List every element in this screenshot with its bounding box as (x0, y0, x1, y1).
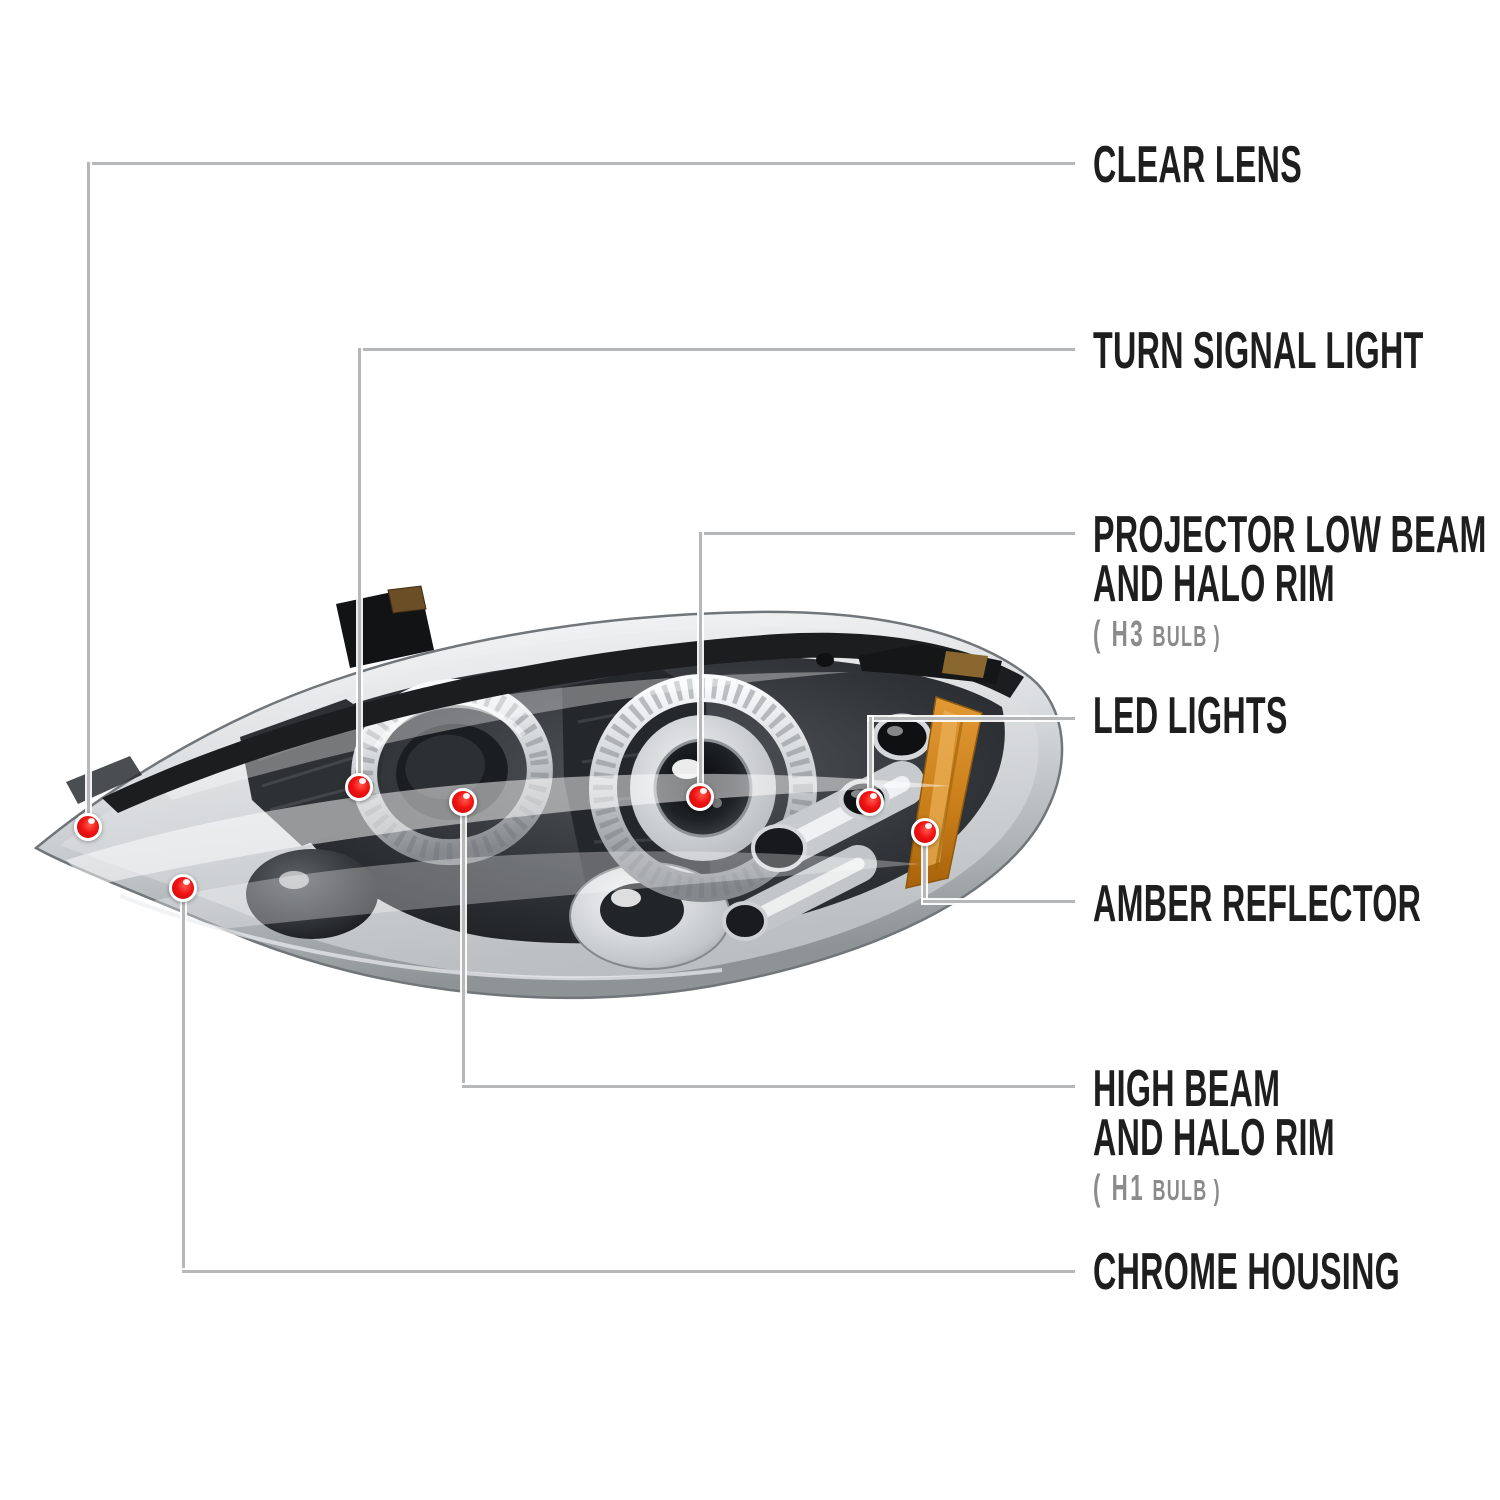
callout-line-led-v (869, 717, 872, 802)
callout-line-led-h (869, 717, 1075, 720)
bulb-code-h1: ( H1 (1093, 1167, 1146, 1208)
label-turn-signal-light-text: TURN SIGNAL LIGHT (1093, 322, 1424, 380)
label-turn-signal-light: TURN SIGNAL LIGHT (1093, 322, 1424, 380)
label-chrome-housing-text: CHROME HOUSING (1093, 1243, 1401, 1301)
label-amber-reflector-text: AMBER REFLECTOR (1093, 875, 1422, 933)
callout-line-turn-signal-h (358, 348, 1075, 351)
label-high-beam-line2: AND HALO RIM (1093, 1109, 1335, 1167)
label-amber-reflector: AMBER REFLECTOR (1093, 875, 1422, 933)
callout-line-amber-v (923, 832, 926, 903)
label-led-lights-text: LED LIGHTS (1093, 687, 1288, 745)
label-chrome-housing: CHROME HOUSING (1093, 1243, 1401, 1301)
callout-line-clear-lens-v (87, 162, 90, 827)
marker-led-lights (856, 788, 884, 816)
label-high-beam-line1: HIGH BEAM (1093, 1060, 1281, 1118)
marker-high-beam (449, 788, 477, 816)
callout-line-high-beam-h (462, 1085, 1075, 1088)
label-led-lights: LED LIGHTS (1093, 687, 1288, 745)
marker-turn-signal-light (345, 773, 373, 801)
callout-line-clear-lens-h (87, 162, 1075, 165)
callout-line-chrome-h (182, 1270, 1075, 1273)
label-projector-low-beam-line2: AND HALO RIM (1093, 555, 1335, 613)
callout-line-amber-h (923, 900, 1075, 903)
marker-clear-lens (74, 813, 102, 841)
callout-line-projector-h (699, 532, 1075, 535)
bulb-word: BULB ) (1152, 1175, 1221, 1207)
marker-chrome-housing (169, 874, 197, 902)
callout-line-chrome-v (182, 888, 185, 1273)
bulb-code-h3: ( H3 (1093, 613, 1146, 654)
callout-line-turn-signal-v (358, 348, 361, 787)
callout-line-projector-v (699, 532, 702, 797)
label-clear-lens: CLEAR LENS (1093, 136, 1303, 194)
label-clear-lens-text: CLEAR LENS (1093, 136, 1303, 194)
bulb-word: BULB ) (1152, 621, 1221, 653)
label-projector-low-beam-line1: PROJECTOR LOW BEAM (1093, 506, 1487, 564)
marker-projector-low-beam (686, 783, 714, 811)
callout-line-high-beam-v (462, 802, 465, 1088)
mounting-tab (816, 644, 1002, 684)
marker-amber-reflector (911, 818, 939, 846)
